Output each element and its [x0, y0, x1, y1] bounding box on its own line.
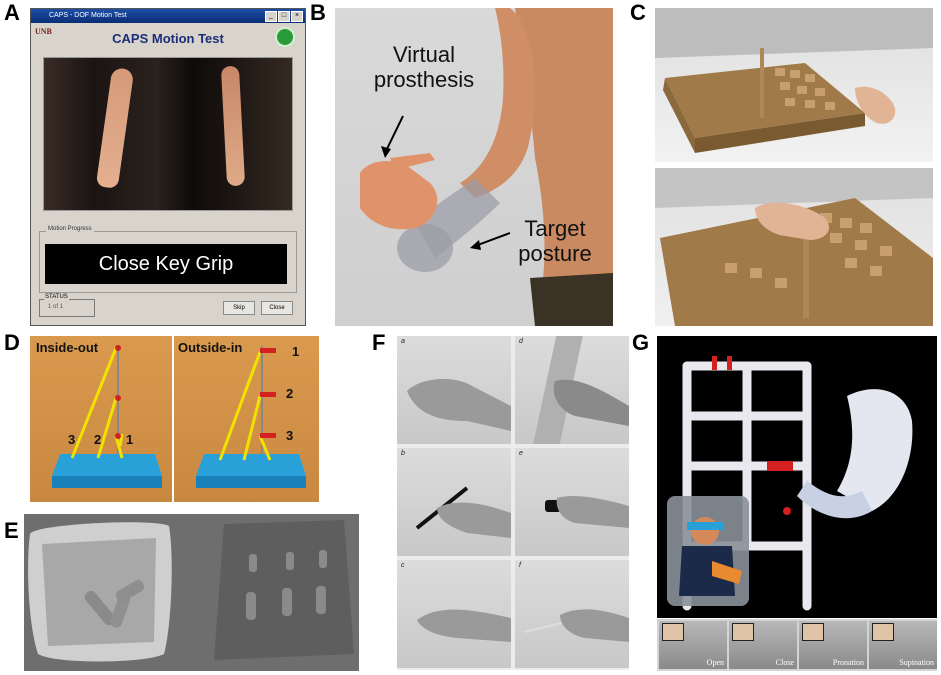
gesture-thumb-supination[interactable]: Supination [869, 621, 937, 669]
skip-button[interactable]: Skip [223, 301, 255, 315]
prosthetic-torso [837, 389, 913, 511]
virtual-hand [855, 86, 896, 124]
grasping-hand [755, 202, 830, 240]
green-emblem-icon [275, 27, 295, 47]
box-blocks-grasp-view [655, 168, 933, 326]
inside-out-number: 2 [94, 432, 102, 447]
arrow-target [474, 232, 511, 247]
hand-gesture-strip: Open Close Pronation Supination [657, 619, 937, 671]
outside-in-number: 2 [286, 386, 294, 401]
grasp-label: c [401, 562, 405, 569]
gesture-thumb-close[interactable]: Close [729, 621, 797, 669]
virtual-prosthesis-panel: Virtual prosthesis Target posture [335, 8, 613, 326]
gesture-label: Open [706, 658, 724, 667]
fist-icon [732, 623, 754, 641]
grasp-label: d [519, 338, 523, 345]
gesture-thumb-pronation[interactable]: Pronation [799, 621, 867, 669]
panel-label-d: D [4, 330, 20, 355]
motion-video-view [43, 57, 293, 211]
arrow-virtual [384, 115, 404, 154]
inside-out-number: 3 [68, 432, 76, 447]
grasp-label: b [401, 450, 405, 457]
window-title: CAPS - DOF Motion Test [49, 12, 127, 19]
outside-in-task: Outside-in 1 2 3 [174, 336, 319, 502]
app-title: CAPS Motion Test [112, 31, 224, 46]
motion-instruction: Close Key Grip [45, 244, 287, 284]
panel-label-a: A [4, 0, 20, 25]
motion-progress-label: Motion Progress [46, 226, 94, 232]
status-value: 1 of 1 [48, 304, 64, 310]
status-label: STATUS [44, 294, 69, 300]
caps-motion-test-window: CAPS - DOF Motion Test _ □ × UNB CAPS Mo… [30, 8, 306, 326]
grasp-photo-e: e [515, 448, 629, 556]
box-blocks-top-view [655, 8, 933, 162]
vr-pipe-frame-scene [657, 336, 937, 618]
grasp-photo-b: b [397, 448, 511, 556]
inside-out-number: 1 [126, 432, 134, 447]
outside-in-number: 1 [292, 344, 300, 359]
prosthetic-arm [797, 481, 872, 519]
grasp-photo-d: d [515, 336, 629, 458]
inside-out-task: Inside-out 3 2 1 [30, 336, 172, 502]
open-hand-icon [662, 623, 684, 641]
gesture-label: Supination [899, 658, 934, 667]
panel-label-e: E [4, 518, 19, 543]
grasp-photo-a: a [397, 336, 511, 444]
close-button[interactable]: Close [261, 301, 293, 315]
inside-out-title: Inside-out [36, 340, 99, 355]
panel-label-g: G [632, 330, 650, 355]
grasp-label: e [519, 450, 523, 457]
outside-in-title: Outside-in [178, 340, 243, 355]
left-arm-image [95, 67, 135, 189]
panel-label-b: B [310, 0, 326, 25]
gesture-label: Pronation [832, 658, 864, 667]
gesture-label: Close [775, 658, 794, 667]
window-close-icon[interactable]: × [291, 11, 303, 22]
pronation-icon [802, 623, 824, 641]
grasp-photo-f: f [515, 560, 629, 668]
maximize-button[interactable]: □ [278, 11, 290, 22]
pegboard-photo [24, 514, 359, 671]
panel-label-c: C [630, 0, 646, 25]
right-arm-image [220, 65, 246, 187]
status-group: STATUS 1 of 1 [39, 294, 95, 317]
virtual-prosthesis-label: Virtual prosthesis [373, 42, 475, 92]
grasp-label: a [401, 338, 405, 345]
target-posture-label: Target posture [518, 216, 592, 266]
motion-progress-group: Motion Progress [39, 226, 297, 293]
unb-logo: UNB [35, 27, 52, 36]
window-titlebar: CAPS - DOF Motion Test _ □ × [31, 9, 305, 23]
gesture-thumb-open[interactable]: Open [659, 621, 727, 669]
grasp-types-grid: a d b e c f [397, 336, 629, 670]
minimize-button[interactable]: _ [265, 11, 277, 22]
outside-in-number: 3 [286, 428, 294, 443]
supination-icon [872, 623, 894, 641]
prosthesis-illustration [360, 8, 613, 326]
grasp-label: f [519, 562, 521, 569]
grasp-photo-c: c [397, 560, 511, 668]
panel-label-f: F [372, 330, 386, 355]
